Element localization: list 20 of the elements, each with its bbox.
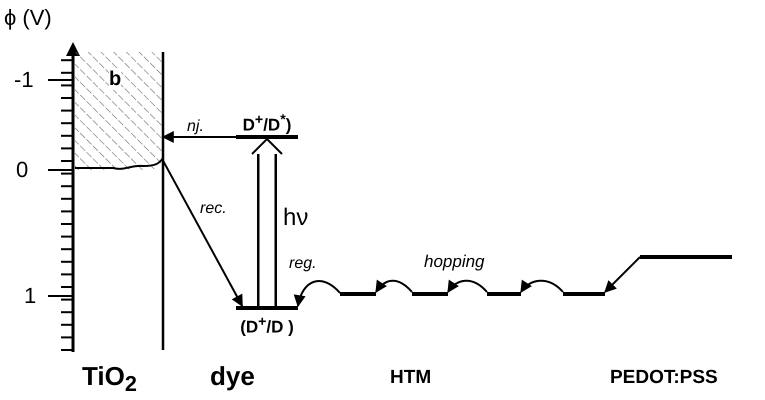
band-label: b <box>109 68 122 90</box>
axis-tick-label: 1 <box>24 284 36 308</box>
arrow <box>520 280 564 293</box>
material-label: dye <box>210 364 255 388</box>
arrow <box>162 130 236 143</box>
arrow <box>604 256 641 293</box>
arrow <box>447 280 488 293</box>
material-label: HTM <box>390 366 432 390</box>
process-label: hopping <box>424 251 485 273</box>
level-label: (D$^{+}$/D ) <box>239 313 295 338</box>
edge-label: nj. <box>186 118 205 136</box>
axis-title: ϕ (V) <box>4 6 52 30</box>
axis-tick-label: -1 <box>14 68 34 92</box>
level-label: D$^{+}$/D$^{*}$) <box>242 111 292 136</box>
arrow <box>294 280 341 308</box>
arrow <box>162 160 244 308</box>
arrow <box>375 280 413 293</box>
axis-tick-label: 0 <box>16 158 28 182</box>
material-label: PEDOT:PSS <box>610 366 718 390</box>
material-label: TiO$_{2}$ <box>82 364 137 396</box>
